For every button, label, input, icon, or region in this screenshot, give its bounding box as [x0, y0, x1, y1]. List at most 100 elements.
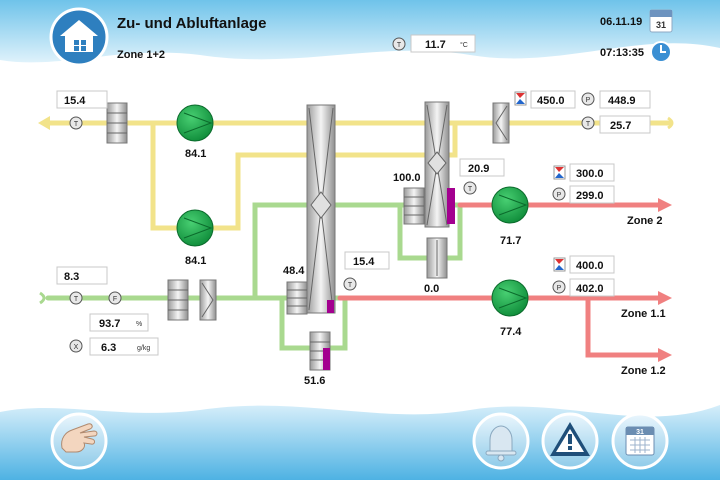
exhaust-temp-sensor: T: [69, 116, 83, 130]
svg-text:93.7: 93.7: [99, 318, 120, 330]
svg-text:X: X: [74, 344, 79, 351]
header-time: 07:13:35: [600, 47, 644, 59]
svg-text:T: T: [586, 121, 591, 128]
svg-text:31: 31: [636, 429, 644, 436]
clock-icon[interactable]: [650, 41, 672, 63]
zone2-fan[interactable]: [491, 186, 529, 224]
svg-text:300.0: 300.0: [576, 168, 604, 180]
alarm-bell-button[interactable]: [472, 412, 530, 470]
zone2-label: Zone 2: [627, 215, 662, 227]
top-wave: [0, 0, 720, 63]
extract-fan[interactable]: [176, 209, 214, 247]
hrv1-supply-temp: 15.4: [344, 251, 390, 270]
svg-text:15.4: 15.4: [353, 256, 375, 268]
coil-secondary: [403, 187, 425, 225]
zone2-pressure-setpoint[interactable]: 300.0: [569, 163, 615, 182]
svg-text:299.0: 299.0: [576, 190, 604, 202]
supply-damper: [199, 279, 217, 321]
exhaust-filter: [106, 102, 128, 144]
extract-pressure-sensor: P: [581, 92, 595, 106]
page-subtitle: Zone 1+2: [117, 49, 165, 61]
hrv1-exhaust-temp: 48.4: [283, 265, 305, 277]
hrv1-bypass-value: 51.6: [304, 375, 325, 387]
zone12-arrow: [658, 348, 672, 362]
extract-pressure-actual: 448.9: [599, 90, 651, 109]
extract-damper: [492, 102, 510, 144]
extract-fan-speed: 84.1: [185, 255, 206, 267]
heat-exchanger-main: [306, 104, 336, 314]
svg-text:P: P: [557, 285, 562, 292]
svg-text:T: T: [74, 296, 79, 303]
abs-humidity-icon: X: [69, 339, 83, 353]
outdoor-temp-sensor: T: [69, 291, 83, 305]
exhaust-out-temp: 15.4: [56, 90, 108, 109]
svg-text:T: T: [348, 282, 353, 289]
exhaust-fan[interactable]: [176, 104, 214, 142]
svg-text:8.3: 8.3: [64, 271, 79, 283]
svg-text:15.4: 15.4: [64, 95, 86, 107]
zone1-setpoint-valve-icon: [553, 257, 566, 272]
hrv2-supply-temp: 20.9: [459, 158, 505, 177]
zone2-pressure-actual: 299.0: [569, 185, 615, 204]
zone2-arrow: [658, 198, 672, 212]
svg-text:450.0: 450.0: [537, 95, 565, 107]
outdoor-humidity-sensor: F: [108, 291, 122, 305]
svg-text:%: %: [136, 321, 142, 328]
schedule-button[interactable]: 31: [611, 412, 669, 470]
svg-text:448.9: 448.9: [608, 95, 636, 107]
outside-temp-display: T 11.7 °C: [392, 34, 476, 53]
zone2-setpoint-valve-icon: [553, 165, 566, 180]
extract-temp-sensor: T: [581, 116, 595, 130]
zone12-label: Zone 1.2: [621, 365, 666, 377]
bell-icon: [485, 425, 517, 462]
calendar-icon[interactable]: 31: [649, 9, 673, 33]
extract-temp: 25.7: [599, 115, 651, 134]
outside-temp-unit: °C: [460, 41, 468, 49]
schedule-calendar-icon: 31: [625, 426, 655, 456]
outside-temp-value: 11.7: [425, 39, 446, 51]
coil-bypass: [309, 331, 331, 371]
exhaust-fan-speed: 84.1: [185, 148, 206, 160]
svg-text:g/kg: g/kg: [137, 345, 150, 352]
home-icon: [60, 20, 98, 52]
calendar-day: 31: [656, 20, 666, 30]
hrv1-supply-temp-sensor: T: [343, 277, 357, 291]
bottom-wave: [0, 405, 720, 480]
svg-text:402.0: 402.0: [576, 283, 604, 295]
hand-icon: [61, 423, 98, 453]
temp-sensor-icon: T: [397, 42, 402, 49]
warning-icon: [550, 422, 590, 456]
page-title: Zu- und Abluftanlage: [117, 15, 266, 32]
svg-text:P: P: [557, 192, 562, 199]
zone1-pressure-actual: 402.0: [569, 278, 615, 297]
zone2-pressure-sensor: P: [552, 187, 566, 201]
svg-text:400.0: 400.0: [576, 260, 604, 272]
svg-text:6.3: 6.3: [101, 342, 116, 354]
warning-button[interactable]: [541, 412, 599, 470]
coil-main: [286, 281, 308, 315]
svg-text:T: T: [468, 186, 473, 193]
hrv2-exhaust-temp: 100.0: [393, 172, 421, 184]
svg-text:25.7: 25.7: [610, 120, 631, 132]
extract-pressure-setpoint[interactable]: 450.0: [530, 90, 576, 109]
home-button[interactable]: [49, 7, 109, 67]
outdoor-humidity: 93.7 %: [89, 313, 149, 332]
exhaust-out-arrow: [38, 116, 50, 130]
svg-text:20.9: 20.9: [468, 163, 489, 175]
outdoor-in-arrow: [39, 291, 46, 305]
heat-exchanger-secondary: [424, 101, 455, 228]
damper-unit: [426, 237, 448, 279]
zone11-arrow: [658, 291, 672, 305]
header-date: 06.11.19: [600, 16, 642, 28]
extract-in-arrow: [667, 116, 674, 130]
zone1-fan[interactable]: [491, 279, 529, 317]
svg-text:P: P: [586, 97, 591, 104]
zone1-pressure-setpoint[interactable]: 400.0: [569, 255, 615, 274]
outdoor-temp: 8.3: [56, 266, 108, 285]
abs-humidity: 6.3 g/kg: [89, 337, 159, 356]
manual-mode-button[interactable]: [50, 412, 108, 470]
damper-position: 0.0: [424, 283, 439, 295]
zone1-fan-speed: 77.4: [500, 326, 522, 338]
supply-filter: [167, 279, 189, 321]
zone2-fan-speed: 71.7: [500, 235, 521, 247]
